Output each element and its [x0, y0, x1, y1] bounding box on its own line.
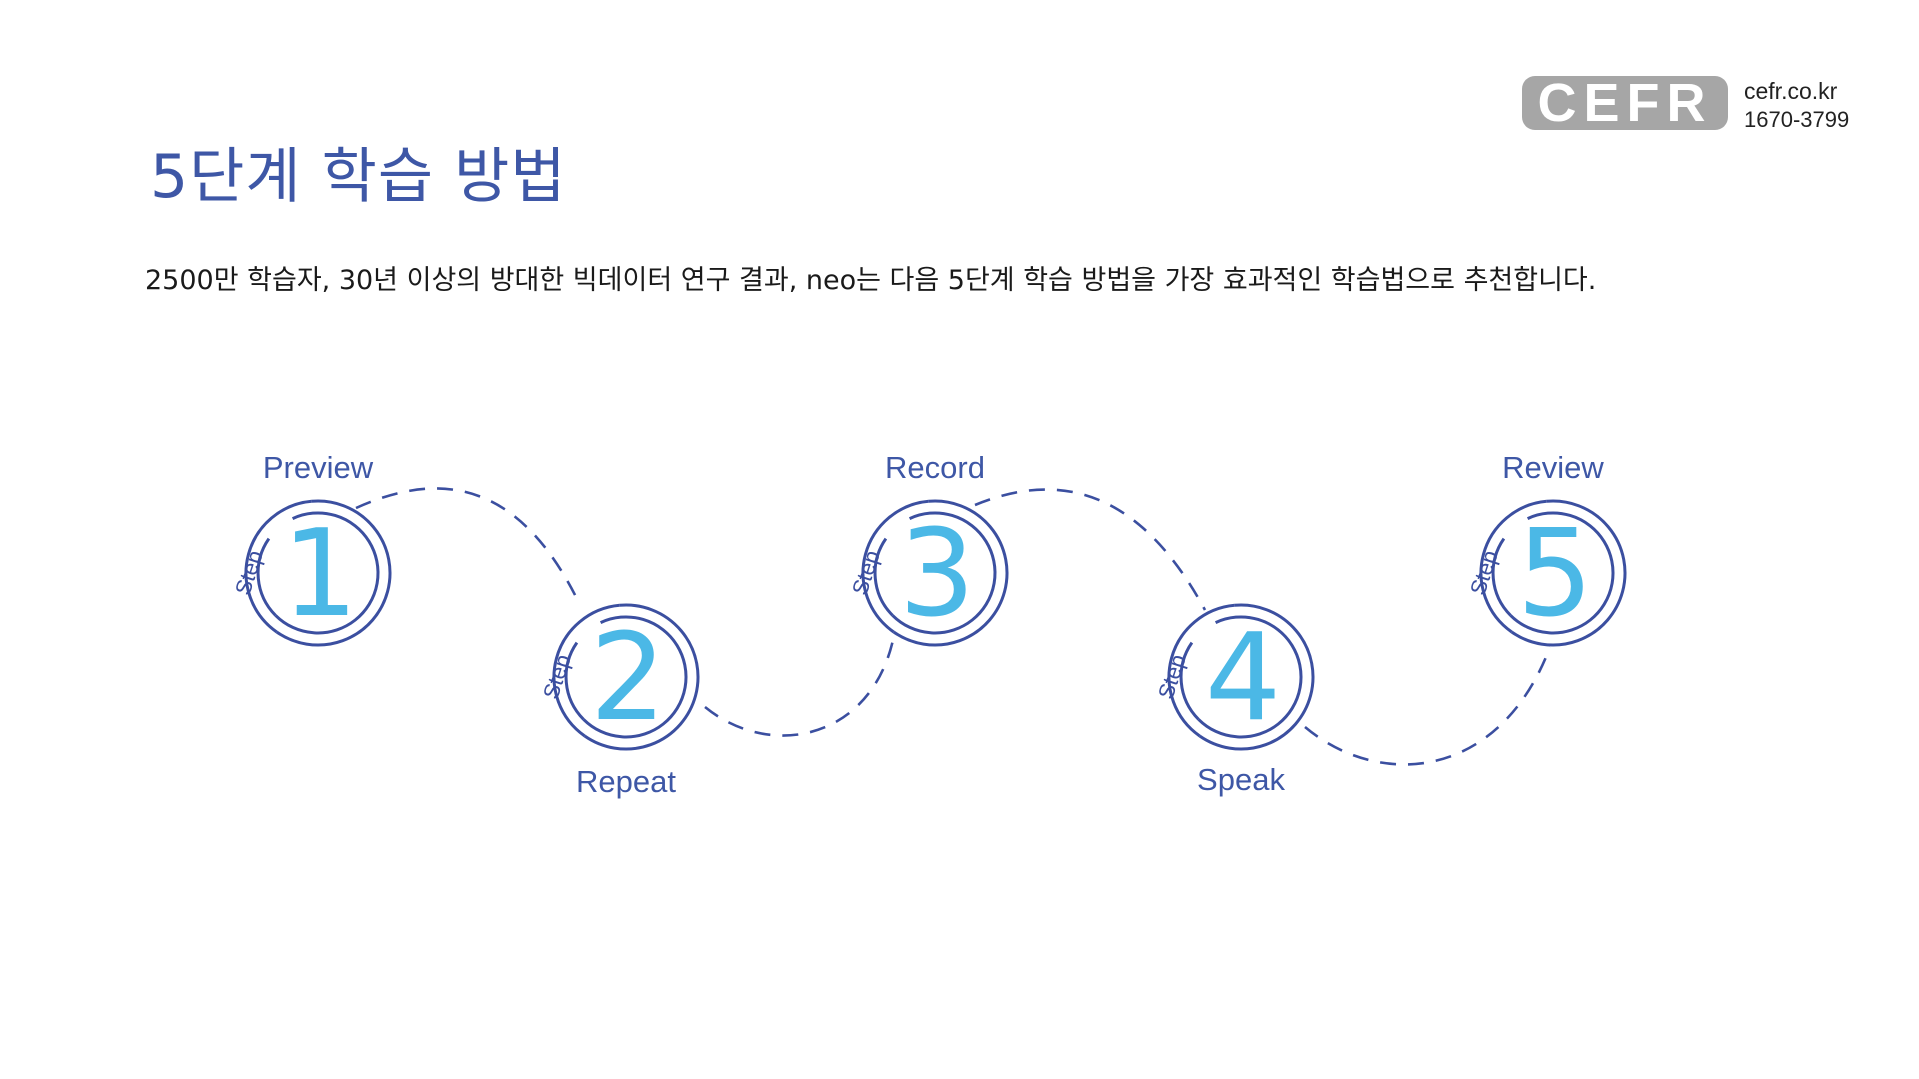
step-ring-outer — [275, 499, 392, 647]
website-text: cefr.co.kr — [1744, 78, 1838, 104]
step-label: Repeat — [576, 764, 676, 799]
step-ring-outer — [1179, 641, 1200, 721]
step-label: Speak — [1197, 762, 1285, 797]
step-ring-outer — [256, 537, 277, 617]
phone-number: 1670-3799 — [1744, 107, 1850, 132]
step-ring-outer — [564, 641, 585, 721]
step-ring-outer — [1479, 499, 1547, 634]
step-ring-inner — [274, 511, 380, 635]
step-number: 2 — [590, 609, 666, 748]
step-ring-outer — [552, 603, 620, 738]
dashed-connectors — [355, 487, 1552, 766]
step-ring-inner — [891, 511, 997, 635]
step-ring-outer — [244, 499, 312, 634]
step-ring-outer — [1491, 537, 1512, 617]
step-number: 3 — [899, 505, 975, 644]
step-ring-outer — [1510, 499, 1627, 647]
step-ring-outer — [1198, 603, 1315, 751]
step-ring-outer — [873, 537, 894, 617]
step-number: 1 — [282, 505, 358, 644]
step-ring-outer — [583, 603, 700, 751]
connector-3 — [974, 488, 1207, 611]
step-ring-inner — [1509, 511, 1615, 635]
page-description: 2500만 학습자, 30년 이상의 방대한 빅데이터 연구 결과, neo는 … — [145, 265, 1597, 296]
step-ring-inner — [1197, 615, 1303, 739]
step-label: Preview — [263, 450, 374, 485]
step-ring-outer — [861, 499, 929, 634]
step-ring-inner — [582, 615, 688, 739]
step-ring-outer — [1167, 603, 1235, 738]
page-title: 5단계 학습 방법 — [150, 142, 567, 212]
step-label: Review — [1502, 450, 1604, 485]
connector-1 — [355, 487, 582, 606]
step-number: 5 — [1517, 505, 1593, 644]
connector-4 — [1304, 646, 1552, 766]
step-ring-outer — [892, 499, 1009, 647]
connector-2 — [704, 639, 895, 737]
step-label: Record — [885, 450, 985, 485]
step-number: 4 — [1205, 609, 1281, 748]
logo-text: CEFR — [1537, 73, 1713, 133]
logo-badge — [1522, 76, 1728, 130]
